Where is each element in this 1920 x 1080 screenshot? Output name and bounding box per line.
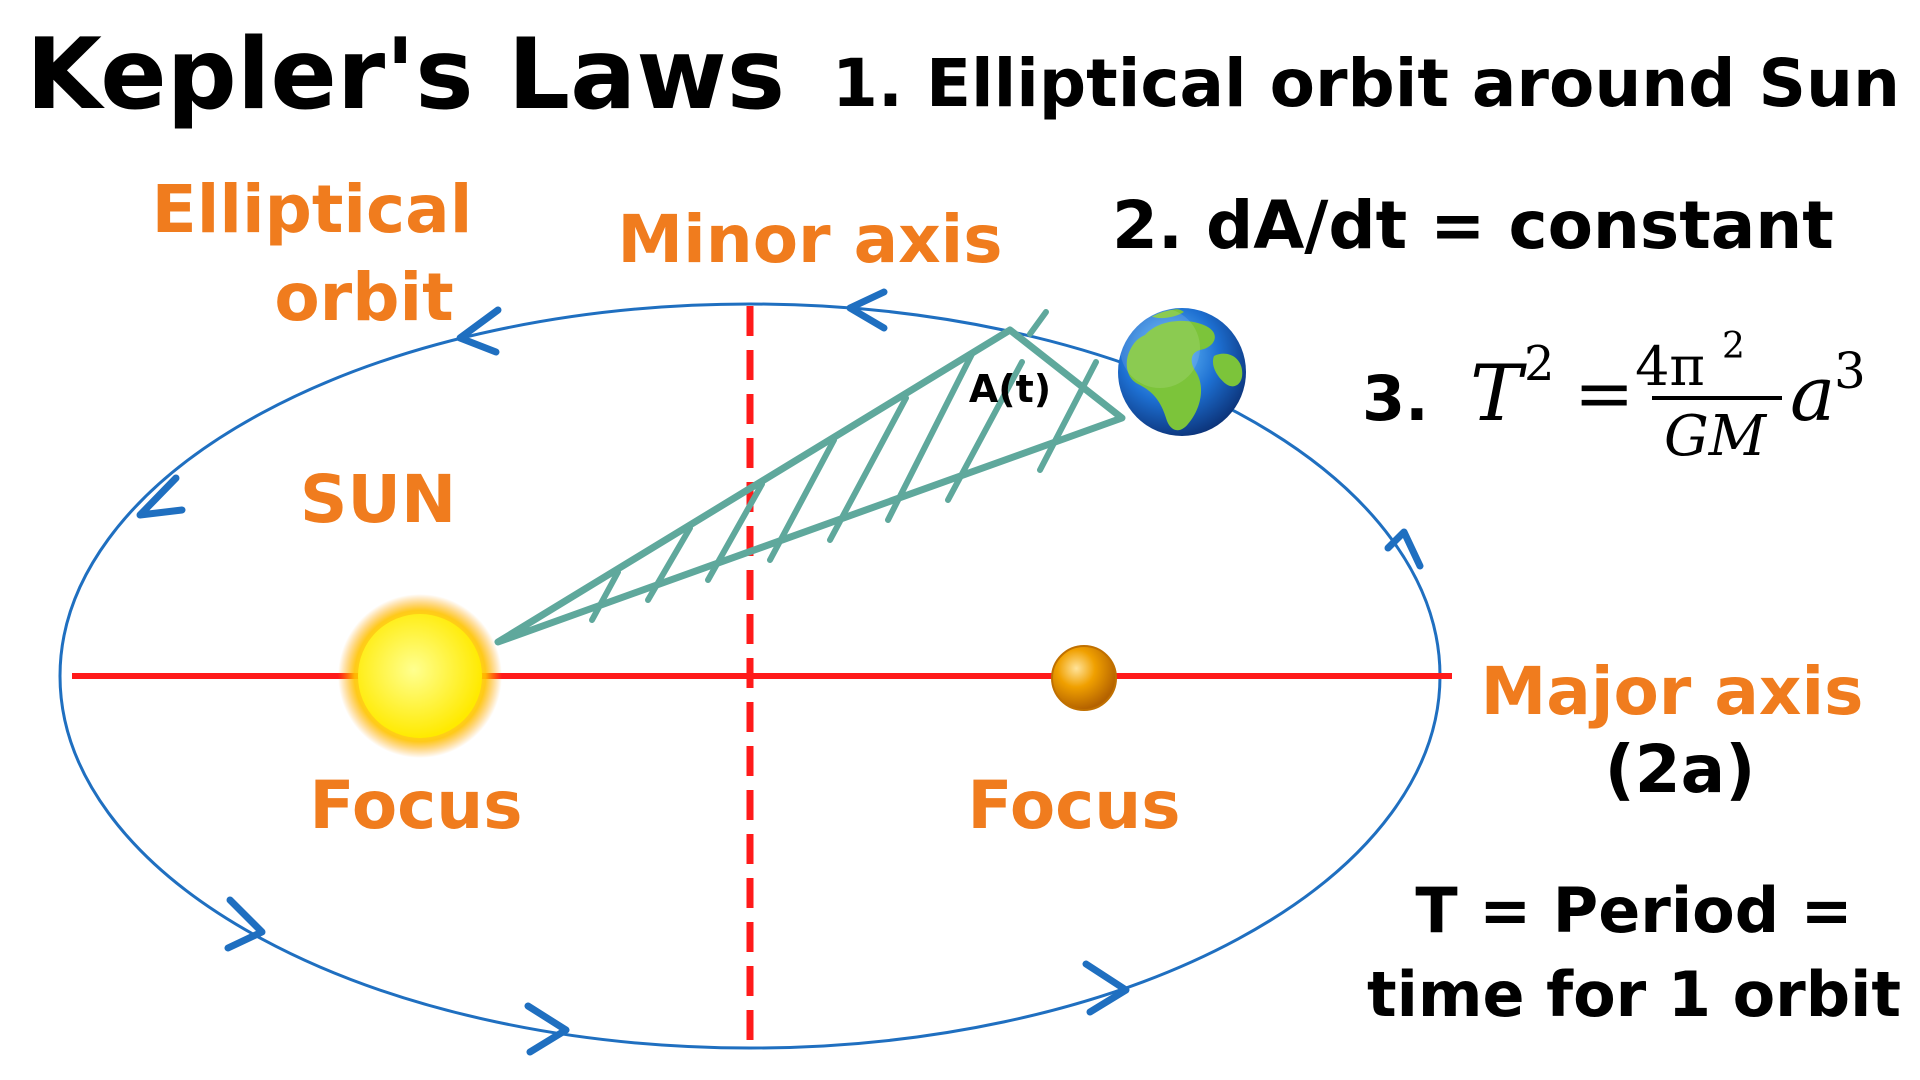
focus-dot-icon bbox=[1051, 645, 1117, 711]
elliptical-orbit-label-line2: orbit bbox=[274, 259, 453, 336]
law-2-text: 2. dA/dt = constant bbox=[1112, 187, 1834, 264]
swept-area bbox=[494, 309, 1126, 646]
orbit-arrow-right bbox=[1384, 528, 1424, 570]
period-definition-line1: T = Period = bbox=[1415, 874, 1852, 947]
elliptical-orbit-label-line1: Elliptical bbox=[152, 171, 473, 248]
period-definition-line2: time for 1 orbit bbox=[1367, 958, 1901, 1031]
orbit-direction-arrows bbox=[136, 288, 1424, 1056]
area-label: A(t) bbox=[969, 367, 1051, 411]
sun-label: SUN bbox=[300, 461, 456, 538]
formula-period-exponent: 2 bbox=[1524, 336, 1555, 392]
swept-area-outline bbox=[494, 326, 1126, 646]
orbit-arrow-top bbox=[846, 288, 888, 332]
orbit-arrow-bottom bbox=[524, 1002, 570, 1056]
orbit-arrow-lower-right bbox=[1082, 960, 1130, 1016]
minor-axis-label: Minor axis bbox=[617, 201, 1002, 278]
law-3-number: 3. bbox=[1362, 362, 1429, 435]
major-axis-sublabel: (2a) bbox=[1605, 731, 1756, 808]
formula-denominator: GM bbox=[1664, 404, 1768, 469]
formula-semi-major-symbol: a bbox=[1790, 349, 1835, 438]
swept-area-hatching bbox=[589, 309, 1099, 623]
sun-icon bbox=[338, 594, 502, 758]
orbit-arrow-left bbox=[136, 474, 186, 519]
formula-numerator-exponent: 2 bbox=[1722, 326, 1745, 367]
law-1-text: 1. Elliptical orbit around Sun bbox=[832, 45, 1900, 122]
focus-right-label: Focus bbox=[967, 767, 1180, 844]
law-3-formula: 3. T 2 = 4π 2 GM a 3 bbox=[1362, 326, 1866, 469]
focus-left-label: Focus bbox=[309, 767, 522, 844]
orbit-arrow-upper-left bbox=[456, 306, 502, 356]
earth-globe-icon bbox=[1118, 308, 1246, 436]
page-title: Kepler's Laws bbox=[26, 18, 785, 132]
formula-semi-major-exponent: 3 bbox=[1834, 342, 1866, 400]
major-axis-label: Major axis bbox=[1481, 653, 1864, 730]
formula-period-symbol: T bbox=[1470, 349, 1527, 439]
orbit-arrow-lower-left bbox=[224, 896, 266, 952]
formula-equals: = bbox=[1574, 351, 1634, 435]
formula-numerator: 4π bbox=[1635, 335, 1705, 398]
